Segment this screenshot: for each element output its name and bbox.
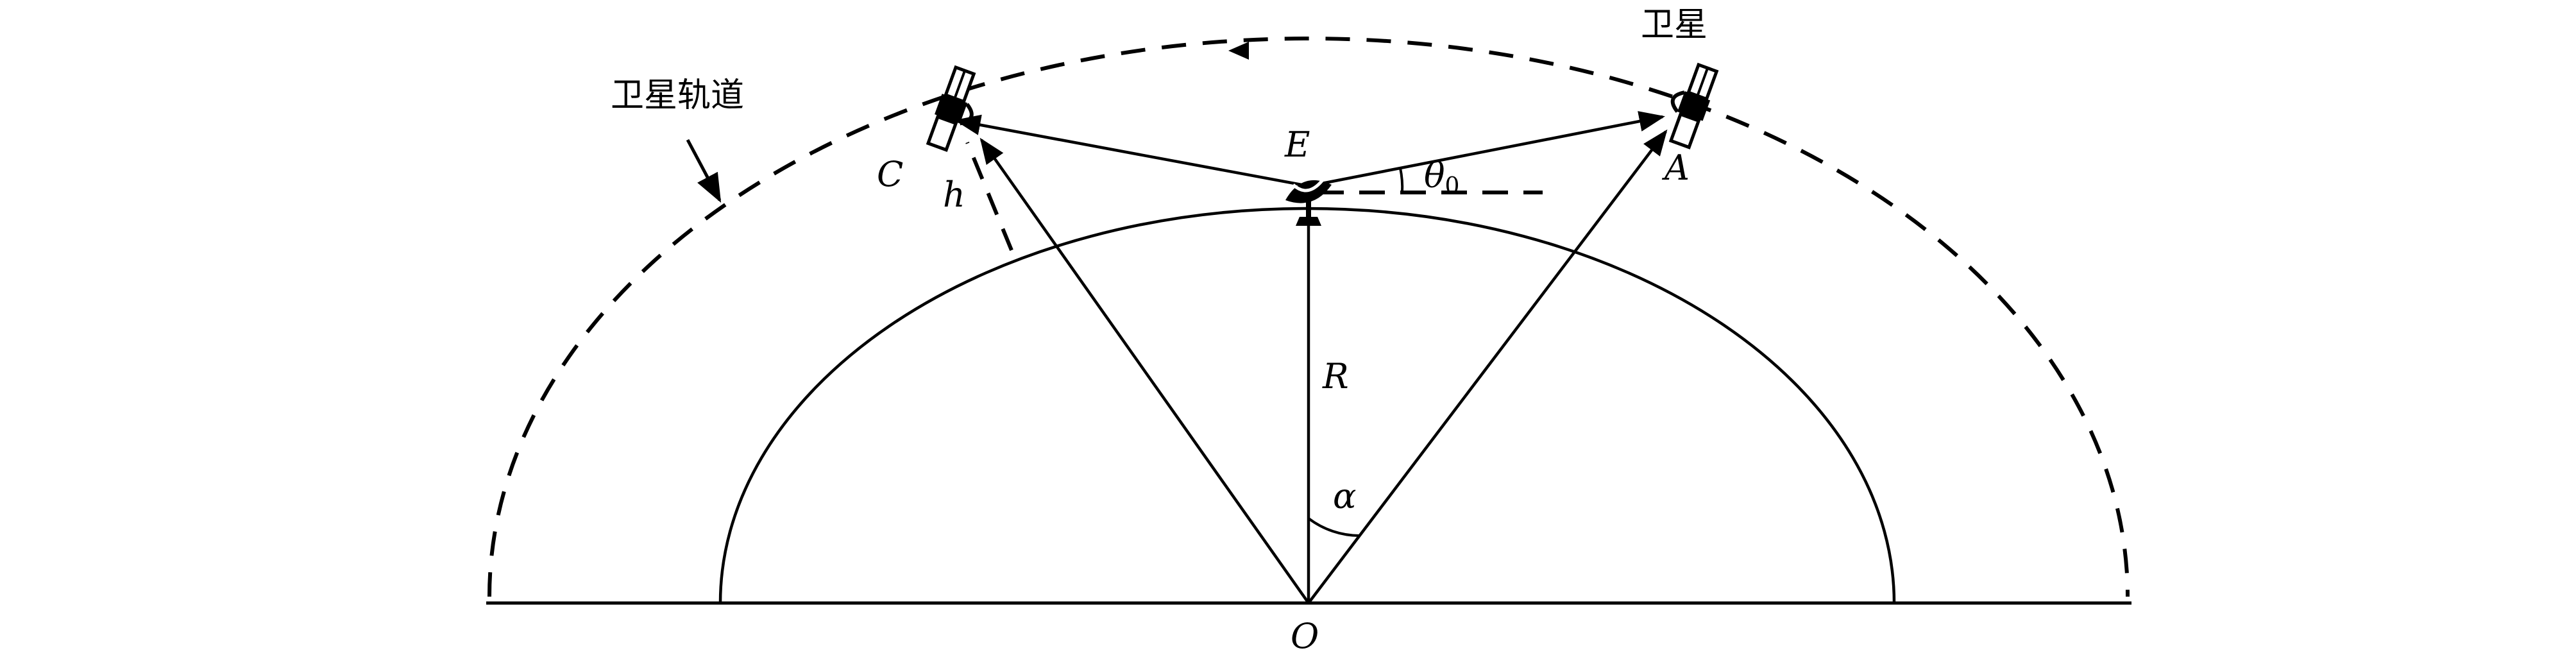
theta-subscript: 0 bbox=[1445, 173, 1460, 200]
radius-label: R bbox=[1322, 356, 1349, 396]
orbit-label: 卫星轨道 bbox=[611, 76, 744, 115]
point-c-label: C bbox=[877, 154, 903, 194]
satellite-orbit bbox=[487, 37, 2130, 597]
orbit-direction-arrow bbox=[1228, 42, 1249, 60]
theta0-label: θ0 bbox=[1424, 155, 1459, 200]
point-o-label: O bbox=[1291, 616, 1319, 652]
line-o-a bbox=[1307, 129, 1668, 604]
satellite-label: 卫星 bbox=[1641, 6, 1707, 44]
line-o-c bbox=[979, 137, 1310, 604]
theta-symbol: θ bbox=[1424, 155, 1445, 196]
height-label: h bbox=[943, 174, 965, 215]
theta0-angle-arc bbox=[1399, 167, 1404, 193]
line-e-c bbox=[954, 114, 1309, 188]
point-a-label: A bbox=[1661, 148, 1690, 188]
satellite-icon bbox=[926, 65, 976, 152]
dish-antenna-icon bbox=[1285, 177, 1332, 226]
height-h-dashed-line bbox=[965, 141, 1013, 251]
line-e-a bbox=[1308, 111, 1665, 188]
alpha-angle-arc bbox=[1307, 517, 1360, 537]
alpha-label: α bbox=[1333, 476, 1356, 516]
satellite-icon bbox=[1668, 62, 1719, 149]
point-e-label: E bbox=[1284, 124, 1310, 165]
orbit-label-pointer bbox=[686, 139, 722, 203]
